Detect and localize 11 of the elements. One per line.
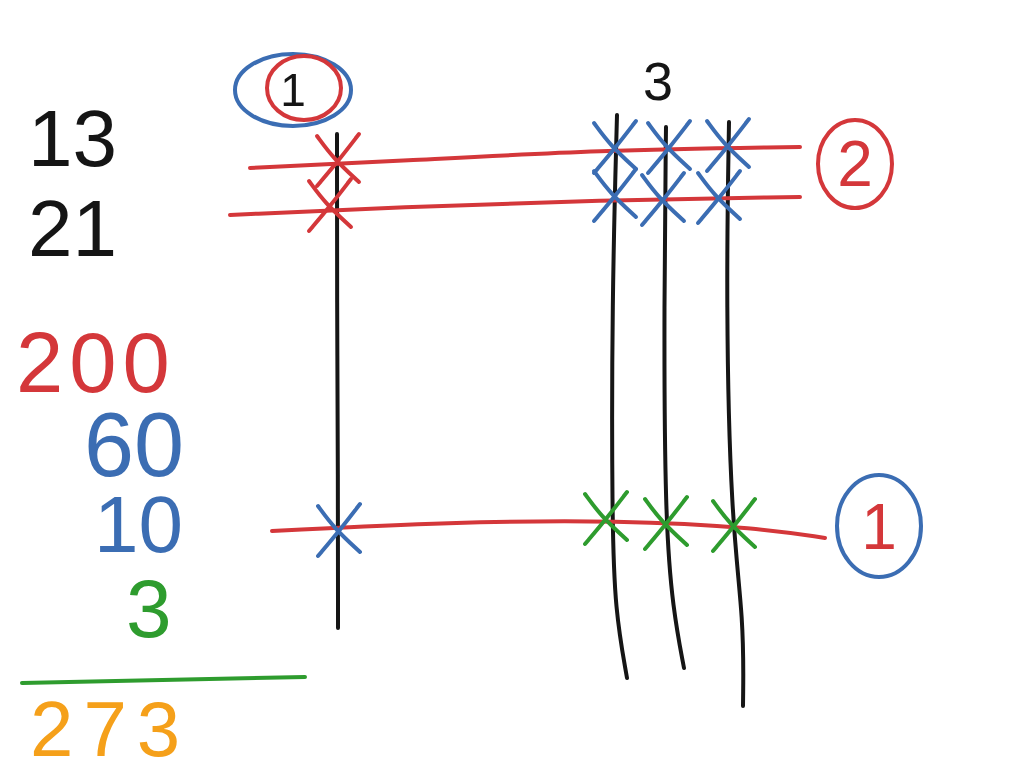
number-text: 13 (28, 99, 117, 179)
number-text: 21 (28, 189, 117, 269)
number-text: 2 (837, 132, 873, 196)
digit-text: 3 (643, 54, 674, 108)
circled-number (815, 118, 895, 210)
number-text: 273 (30, 690, 191, 768)
circled-number (834, 473, 924, 580)
circled-number (233, 52, 353, 128)
number-text: 3 (126, 568, 172, 650)
number-text: 1 (280, 67, 306, 113)
number-text: 1 (861, 494, 897, 559)
